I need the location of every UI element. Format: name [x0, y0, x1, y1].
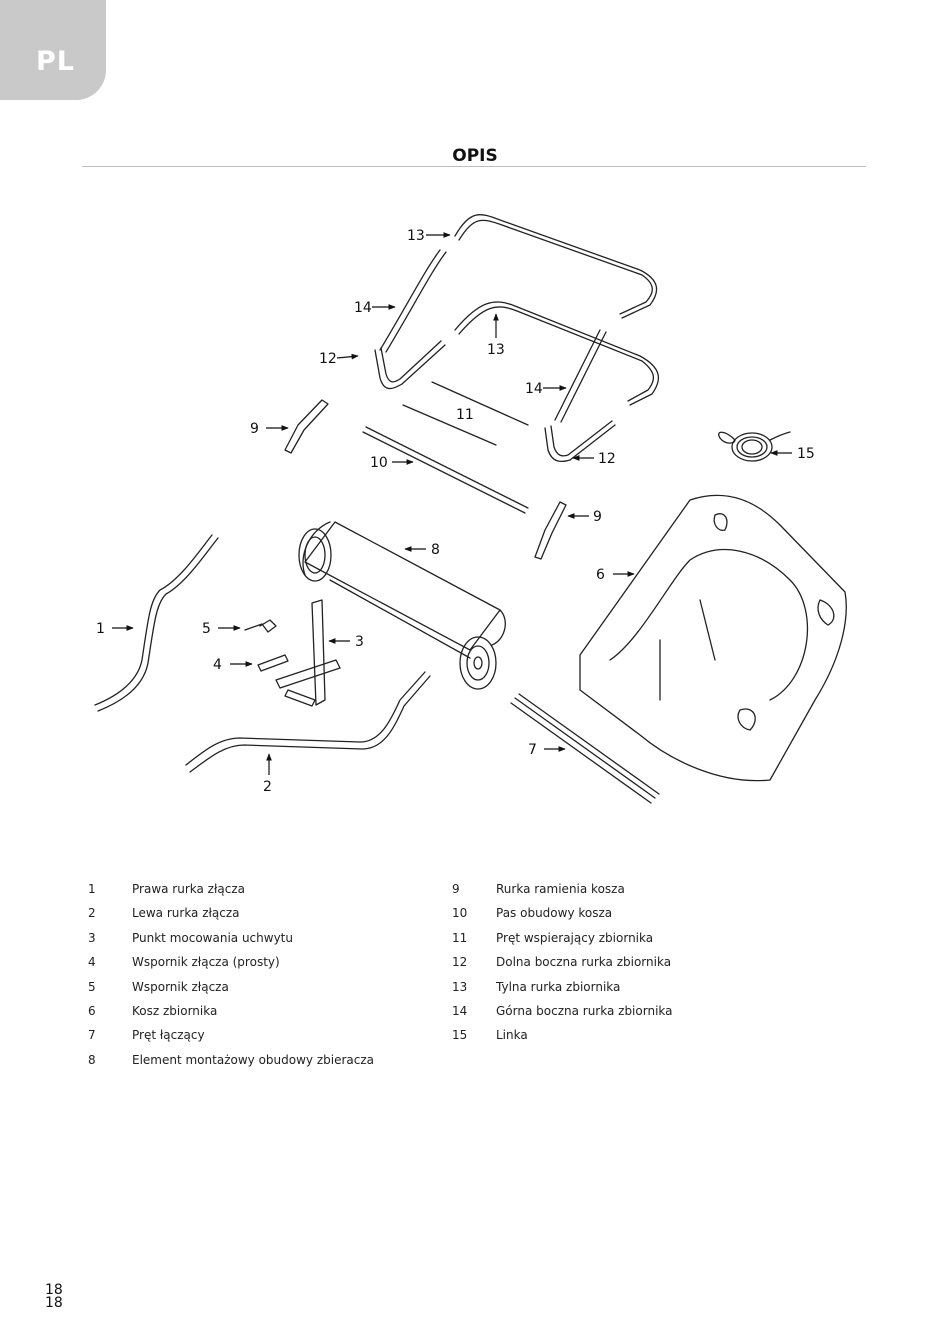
cable-coil — [718, 431, 791, 462]
upper-side-tube-left — [379, 249, 447, 353]
lower-side-tube-left — [374, 340, 446, 390]
callout-1: 1 — [96, 621, 105, 637]
legend-number: 1 — [88, 882, 96, 896]
callout-13-top: 13 — [407, 228, 425, 244]
callout-4: 4 — [213, 657, 222, 673]
callout-12-left: 12 — [319, 351, 337, 367]
legend-text: Kosz zbiornika — [132, 1003, 218, 1018]
legend-text: Rurka ramienia kosza — [496, 882, 625, 896]
connecting-rod — [510, 693, 660, 804]
legend-number: 3 — [88, 930, 96, 945]
legend-item: 15 Linka — [452, 1026, 772, 1050]
callout-5: 5 — [202, 621, 211, 637]
legend-number: 7 — [88, 1028, 96, 1043]
legend-item: 8 Element montażowy obudowy zbieracza — [88, 1051, 408, 1075]
page-number: 18 18 — [45, 1282, 63, 1311]
legend-item: 4 Wspornik złącza (prosty) — [88, 953, 408, 977]
legend-text: Dolna boczna rurka zbiornika — [496, 955, 672, 970]
legend-item: 12 Dolna boczna rurka zbiornika — [452, 953, 772, 977]
legend-text: Element montażowy obudowy zbieracza — [132, 1052, 374, 1067]
callout-labels: 1 2 3 4 5 6 7 8 9 9 10 11 12 12 13 13 14… — [96, 228, 815, 795]
callout-10: 10 — [370, 455, 388, 471]
collector-housing — [298, 521, 506, 690]
callout-6: 6 — [596, 567, 605, 583]
legend-number: 14 — [452, 1003, 468, 1018]
bracket-angled — [244, 619, 277, 633]
legend-item: 7 Pręt łączący — [88, 1026, 408, 1050]
support-rod-upper — [431, 381, 529, 426]
title-divider — [82, 166, 866, 167]
support-rod-lower — [402, 404, 497, 446]
callout-2: 2 — [263, 779, 272, 795]
legend-item: 1 Prawa rurka złącza — [88, 880, 408, 904]
upper-side-tube-right — [554, 329, 607, 423]
legend-number: 5 — [88, 979, 96, 994]
callout-12-right: 12 — [598, 451, 616, 467]
lower-side-tube-right — [544, 420, 616, 463]
page-title: OPIS — [452, 146, 498, 166]
legend-item: 6 Kosz zbiornika — [88, 1002, 408, 1026]
legend-text: Tylna rurka zbiornika — [496, 979, 621, 994]
legend-item: 9 Rurka ramienia kosza — [452, 880, 772, 904]
legend-number: 8 — [88, 1052, 96, 1067]
legend-number: 6 — [88, 1003, 96, 1018]
exploded-parts-diagram: 1 2 3 4 5 6 7 8 9 9 10 11 12 12 13 13 14… — [94, 214, 847, 804]
legend-item: 3 Punkt mocowania uchwytu — [88, 929, 408, 953]
upper-back-tube — [454, 214, 658, 319]
legend-text: Pas obudowy kosza — [496, 906, 613, 921]
legend-text: Linka — [496, 1028, 528, 1043]
callout-arrows — [112, 232, 792, 775]
callout-14-left: 14 — [354, 300, 372, 316]
handle-mount — [275, 599, 341, 707]
bracket-straight — [257, 654, 289, 672]
callout-11: 11 — [456, 407, 474, 423]
legend-number: 9 — [452, 882, 460, 896]
legend-item: 10 Pas obudowy kosza — [452, 904, 772, 928]
legend-number: 15 — [452, 1028, 468, 1043]
legend-item: 11 Pręt wspierający zbiornika — [452, 929, 772, 953]
legend-text: Lewa rurka złącza — [132, 906, 240, 921]
legend-item: 5 Wspornik złącza — [88, 978, 408, 1002]
arm-tube-left — [284, 399, 329, 454]
language-code: PL — [36, 46, 75, 77]
legend-number: 4 — [88, 955, 96, 970]
lower-back-tube — [454, 301, 660, 406]
page-number-line-2: 18 — [45, 1295, 63, 1311]
legend-text: Prawa rurka złącza — [132, 882, 245, 896]
legend-number: 10 — [452, 906, 468, 921]
parts-legend-right: 9 Rurka ramienia kosza 10 Pas obudowy kosz… — [452, 880, 772, 1051]
callout-3: 3 — [355, 634, 364, 650]
legend-text: Pręt wspierający zbiornika — [496, 930, 654, 945]
legend-item: 2 Lewa rurka złącza — [88, 904, 408, 928]
callout-14-right: 14 — [525, 381, 543, 397]
legend-item: 13 Tylna rurka zbiornika — [452, 978, 772, 1002]
callout-15: 15 — [797, 446, 815, 462]
legend-text: Pręt łączący — [132, 1028, 205, 1043]
legend-item: 14 Górna boczna rurka zbiornika — [452, 1002, 772, 1026]
callout-13-lower: 13 — [487, 342, 505, 358]
legend-text: Wspornik złącza — [132, 979, 229, 994]
parts-legend-left: 1 Prawa rurka złącza 2 Lewa rurka złącza 3… — [88, 880, 408, 1075]
legend-number: 11 — [452, 930, 468, 945]
legend-text: Punkt mocowania uchwytu — [132, 930, 293, 945]
legend-text: Górna boczna rurka zbiornika — [496, 1003, 673, 1018]
arm-tube-right — [534, 501, 567, 560]
left-connector-tube — [185, 671, 431, 773]
callout-9-right: 9 — [593, 509, 602, 525]
page-number-line-1: 18 — [45, 1282, 63, 1298]
callout-8: 8 — [431, 542, 440, 558]
legend-number: 13 — [452, 979, 468, 994]
housing-strip — [362, 426, 529, 514]
callout-7: 7 — [528, 742, 537, 758]
right-connector-tube — [94, 534, 219, 712]
legend-number: 2 — [88, 906, 96, 921]
legend-text: Wspornik złącza (prosty) — [132, 955, 280, 970]
callout-9-left: 9 — [250, 421, 259, 437]
container-basket — [579, 494, 847, 782]
legend-number: 12 — [452, 955, 468, 970]
language-tab: PL — [0, 0, 106, 100]
